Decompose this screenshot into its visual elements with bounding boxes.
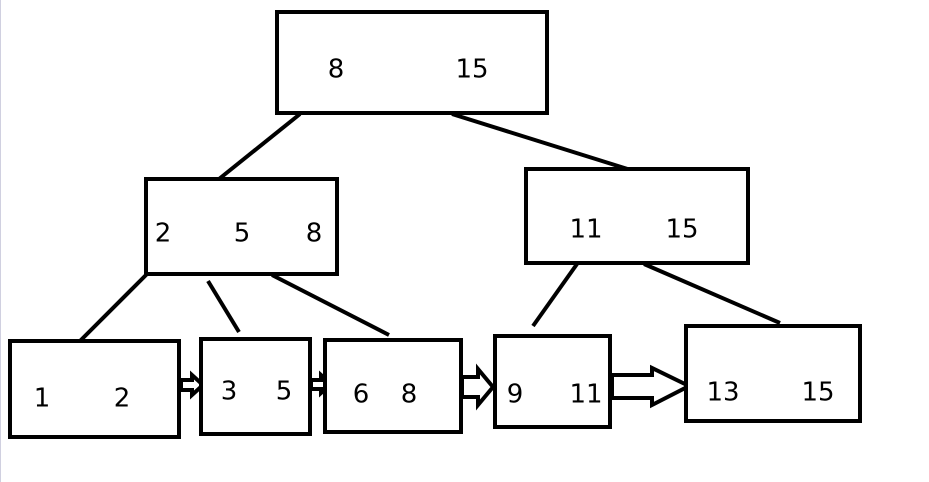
internal-node-left: 2 5 8 [144, 177, 339, 276]
leaf-3-key-2: 8 [401, 380, 418, 410]
internal-node-right-box [524, 167, 750, 265]
leaf-node-4-box [493, 334, 612, 429]
leaf-4-key-2: 11 [569, 380, 602, 410]
tree-edges [78, 112, 781, 343]
edge-left-to-leaf-2 [206, 279, 241, 334]
internal-left-key-2: 5 [234, 219, 251, 249]
leaf-3-key-1: 6 [353, 380, 370, 410]
leaf-5-key-2: 15 [801, 378, 834, 408]
root-node: 8 15 [275, 10, 549, 115]
internal-right-key-1: 11 [569, 215, 602, 245]
leaf-link-arrow-4 [610, 364, 694, 409]
internal-right-key-2: 15 [665, 215, 698, 245]
leaf-link-arrows [179, 363, 694, 411]
leaf-5-key-1: 13 [706, 378, 739, 408]
internal-left-key-1: 2 [155, 219, 172, 249]
window-left-border [0, 0, 1, 482]
internal-left-key-3: 8 [306, 219, 323, 249]
leaf-node-1-box [8, 339, 181, 439]
edge-left-to-leaf-3 [271, 273, 390, 337]
leaf-node-2: 3 5 [199, 337, 312, 436]
root-key-2: 15 [455, 55, 488, 85]
leaf-1-key-2: 2 [114, 384, 131, 414]
root-node-box [275, 10, 549, 115]
leaf-link-arrow-1 [179, 370, 206, 400]
internal-node-right: 11 15 [524, 167, 750, 265]
leaf-node-5-box [684, 324, 862, 423]
leaf-2-key-2: 5 [276, 377, 293, 407]
leaf-node-3-box [323, 338, 463, 434]
leaf-1-key-1: 1 [34, 384, 51, 414]
leaf-4-key-1: 9 [507, 380, 524, 410]
edge-root-to-right [451, 112, 635, 173]
leaf-link-arrow-3 [460, 363, 496, 411]
leaf-node-3: 6 8 [323, 338, 463, 434]
leaf-2-key-1: 3 [221, 377, 238, 407]
edge-right-to-leaf-5 [643, 262, 781, 325]
leaf-node-4: 9 11 [493, 334, 612, 429]
leaf-node-2-box [199, 337, 312, 436]
edge-left-to-leaf-1 [78, 272, 149, 343]
edge-right-to-leaf-4 [531, 262, 579, 328]
edge-root-to-left [217, 112, 302, 181]
leaf-node-5: 13 15 [684, 324, 862, 423]
internal-node-left-box [144, 177, 339, 276]
leaf-node-1: 1 2 [8, 339, 181, 439]
root-key-1: 8 [328, 55, 345, 85]
